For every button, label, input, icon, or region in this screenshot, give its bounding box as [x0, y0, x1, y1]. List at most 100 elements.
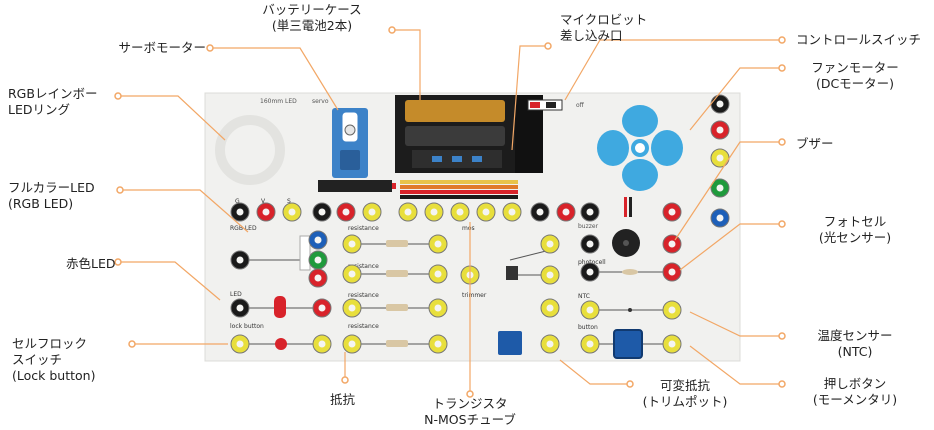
- callout-line-trimpot: [559, 359, 630, 385]
- callout-resistor: 抵抗: [330, 392, 355, 408]
- socket-hole-28: [318, 304, 326, 312]
- callout-dot-temp-sensor: [778, 332, 786, 340]
- callout-dot-fan-motor: [778, 64, 786, 72]
- callout-rgb-ring: RGBレインボー LEDリング: [8, 86, 97, 118]
- rgb-ring-module: 160mm LED: [215, 98, 297, 185]
- socket-hole-2: [288, 208, 296, 216]
- socket-hole-36: [586, 240, 594, 248]
- socket-hole-22: [348, 340, 356, 348]
- socket-hole-8: [456, 208, 464, 216]
- callout-microbit-slot-line1: マイクロビット: [560, 12, 648, 27]
- trimpot-component: [498, 331, 522, 355]
- socket-hole-27: [236, 304, 244, 312]
- resistors: [386, 240, 408, 347]
- ring-label: 160mm LED: [260, 98, 297, 105]
- callout-line-control-switch: [564, 39, 782, 101]
- socket-hole-32: [546, 271, 554, 279]
- fan-motor: [597, 105, 683, 191]
- socket-hole-24: [434, 270, 442, 278]
- callout-temp-sensor-line1: 温度センサー: [817, 328, 893, 343]
- socket-hole-42: [586, 340, 594, 348]
- callout-dot-red-led: [114, 258, 122, 266]
- socket-hole-17: [314, 256, 322, 264]
- callout-dot-microbit-slot: [544, 42, 552, 50]
- callout-lock-button-line1: セルフロック: [12, 336, 88, 351]
- callout-transistor-line1: トランジスタ: [432, 396, 508, 411]
- socket-hole-5: [368, 208, 376, 216]
- callout-photocell-line1: フォトセル: [823, 214, 887, 229]
- socket-hole-13: [586, 208, 594, 216]
- socket-hole-12: [562, 208, 570, 216]
- control-switch: off: [527, 99, 585, 111]
- callout-push-button: 押しボタン (モーメンタリ): [790, 376, 920, 408]
- pin-letter-v: V: [261, 198, 266, 205]
- callout-line-battery-case: [392, 29, 421, 100]
- callout-battery-case: バッテリーケース (単三電池2本): [232, 2, 392, 34]
- callout-trimpot-line2: (トリムポット): [642, 394, 728, 409]
- switch-label: off: [576, 102, 585, 109]
- button-label: button: [578, 324, 598, 331]
- callout-line-photocell: [679, 223, 782, 271]
- socket-hole-19: [348, 240, 356, 248]
- callout-fan-motor-line1: ファンモーター: [811, 60, 899, 75]
- callout-lines: [114, 26, 786, 398]
- callout-servo-motor: サーボモーター: [80, 40, 206, 56]
- socket-hole-46: [716, 154, 724, 162]
- ntc-component: [628, 308, 632, 312]
- socket-hole-30: [318, 340, 326, 348]
- callout-control-switch-line1: コントロールスイッチ: [796, 32, 922, 47]
- resistance-label-2: resistance: [348, 263, 379, 270]
- callout-buzzer-line1: ブザー: [796, 136, 834, 151]
- callout-dot-rgb-ring: [114, 92, 122, 100]
- callout-fan-motor-line2: (DCモーター): [815, 76, 895, 91]
- socket-hole-48: [716, 214, 724, 222]
- callout-line-servo-motor: [210, 47, 339, 111]
- callout-full-color-led-line1: フルカラーLED: [8, 180, 95, 195]
- socket-hole-43: [668, 340, 676, 348]
- servo-label: servo: [312, 98, 329, 105]
- callout-rgb-ring-line1: RGBレインボー: [8, 86, 98, 101]
- callout-red-led: 赤色LED: [66, 256, 116, 272]
- callout-microbit-slot-line2: 差し込み口: [560, 28, 623, 43]
- socket-hole-18: [314, 274, 322, 282]
- socket-hole-6: [404, 208, 412, 216]
- callout-lock-button: セルフロック スイッチ (Lock button): [12, 336, 95, 384]
- mos-transistor: [506, 266, 518, 280]
- pin-letter-g: G: [235, 198, 240, 205]
- callout-line-buzzer: [674, 141, 782, 241]
- callout-fan-motor: ファンモーター (DCモーター): [790, 60, 920, 92]
- socket-hole-1: [262, 208, 270, 216]
- callout-dot-resistor: [341, 376, 349, 384]
- callout-transistor: トランジスタ N-MOSチューブ: [400, 396, 540, 428]
- callout-red-led-line1: 赤色LED: [66, 256, 116, 271]
- callout-dot-transistor: [466, 390, 474, 398]
- buzzer-module: buzzer: [578, 197, 640, 257]
- callout-trimpot: 可変抵抗 (トリムポット): [620, 378, 750, 410]
- socket-hole-33: [546, 304, 554, 312]
- socket-hole-14: [668, 208, 676, 216]
- callout-control-switch: コントロールスイッチ: [796, 32, 921, 48]
- callout-microbit-slot: マイクロビット 差し込み口: [560, 12, 647, 44]
- socket-hole-16: [314, 236, 322, 244]
- callout-battery-case-line1: バッテリーケース: [262, 2, 362, 17]
- callout-line-red-led: [118, 261, 221, 301]
- callout-dot-servo-motor: [206, 44, 214, 52]
- callout-photocell: フォトセル (光センサー): [790, 214, 920, 246]
- red-led-component: [274, 296, 286, 318]
- callout-dot-photocell: [778, 220, 786, 228]
- mos-label: mos: [462, 225, 475, 232]
- socket-hole-4: [342, 208, 350, 216]
- socket-hole-31: [546, 240, 554, 248]
- callout-dot-push-button: [778, 380, 786, 388]
- lock-button-knob: [275, 338, 287, 350]
- socket-hole-21: [348, 304, 356, 312]
- callout-temp-sensor-line2: (NTC): [837, 344, 873, 359]
- resistance-label-3: resistance: [348, 292, 379, 299]
- callout-full-color-led-line2: (RGB LED): [8, 196, 74, 211]
- led-label: LED: [230, 291, 242, 298]
- callout-line-temp-sensor: [689, 311, 782, 337]
- callout-line-rgb-ring: [118, 95, 226, 141]
- lock-button-label: lock button: [230, 323, 264, 330]
